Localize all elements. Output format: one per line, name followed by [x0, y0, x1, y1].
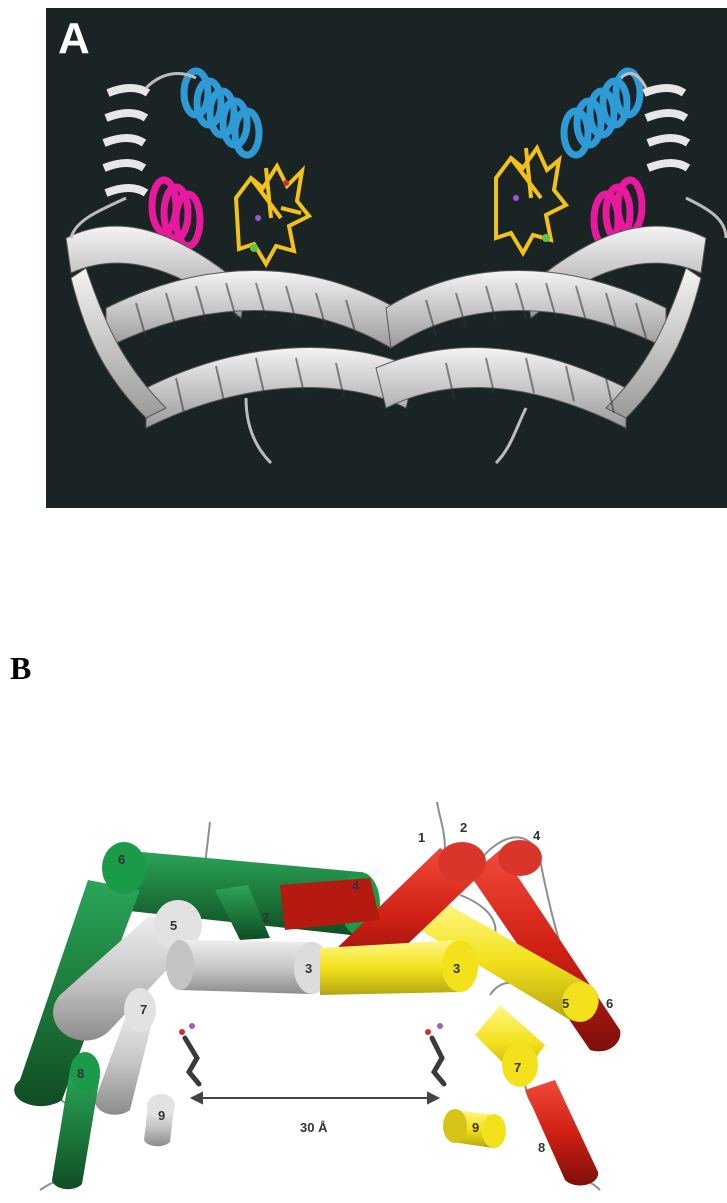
helix-label: 7: [514, 1060, 521, 1075]
left-blue-helix: [184, 71, 259, 155]
right-blue-helix: [564, 71, 640, 155]
left-helical-bundle: [66, 226, 416, 428]
helix-label: 6: [118, 852, 125, 867]
helix-label: 5: [562, 996, 569, 1011]
distance-label: 30 Å: [300, 1120, 328, 1135]
helix-label: 9: [158, 1108, 165, 1123]
helix-label: 4: [533, 828, 541, 843]
right-ligand: [496, 148, 566, 253]
helix-label: 3: [453, 961, 460, 976]
helix-label: 7: [140, 1002, 147, 1017]
helix-label: 8: [538, 1140, 545, 1155]
helix-label: 5: [170, 918, 177, 933]
helix-label: 6: [606, 996, 613, 1011]
right-ligand-stick: [425, 1023, 444, 1084]
left-upper-helix: [104, 88, 148, 193]
right-helical-bundle: [376, 226, 706, 428]
left-ligand: [236, 166, 309, 264]
helix-label: 9: [472, 1120, 479, 1135]
panel-b-cylinder-diagram: 30 Å 6 4 2 5 3 7 8 9 1 2 4 3 5 6 7 9 8: [0, 780, 727, 1198]
helix-label: 3: [305, 961, 312, 976]
panel-a-structure-image: A: [46, 8, 727, 508]
cylinder-model: 30 Å 6 4 2 5 3 7 8 9 1 2 4 3 5 6 7 9 8: [0, 780, 727, 1198]
helix-label: 8: [77, 1066, 84, 1081]
right-yellow-helix-7: [475, 1005, 545, 1087]
distance-arrow: [192, 1093, 438, 1103]
helix-label: 2: [460, 820, 467, 835]
right-red-helix-8: [525, 1080, 598, 1186]
panel-a-label: A: [58, 14, 90, 64]
right-upper-helix: [644, 88, 688, 168]
helix-label: 4: [352, 878, 360, 893]
left-ligand-stick: [179, 1023, 199, 1084]
helix-label: 1: [418, 830, 425, 845]
ribbon-structure-render: [46, 8, 727, 508]
helix-label: 2: [262, 910, 269, 925]
panel-b-label: B: [10, 650, 31, 687]
